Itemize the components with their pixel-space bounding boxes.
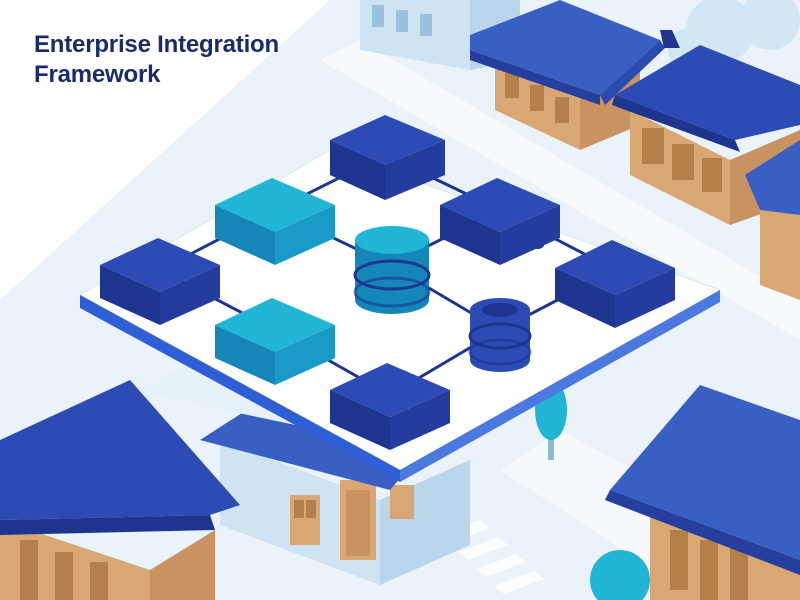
house-top-center <box>470 0 665 150</box>
module-lower-left-cyan <box>215 298 335 385</box>
house-right-edge <box>745 140 800 300</box>
house-bottom-left <box>0 380 240 600</box>
module-right <box>555 240 675 328</box>
module-upper-right <box>440 178 560 265</box>
database-icon <box>468 298 532 372</box>
module-left <box>100 238 220 325</box>
page-title: Enterprise Integration Framework <box>34 30 279 90</box>
house-bottom-right <box>590 385 800 600</box>
module-upper-left-cyan <box>215 178 335 265</box>
database-icon <box>353 226 431 314</box>
module-bottom <box>330 363 450 450</box>
title-line-1: Enterprise Integration <box>34 31 279 58</box>
title-line-2: Framework <box>34 61 161 88</box>
road <box>320 40 800 340</box>
module-top <box>330 115 445 200</box>
house-top-right <box>612 30 800 225</box>
